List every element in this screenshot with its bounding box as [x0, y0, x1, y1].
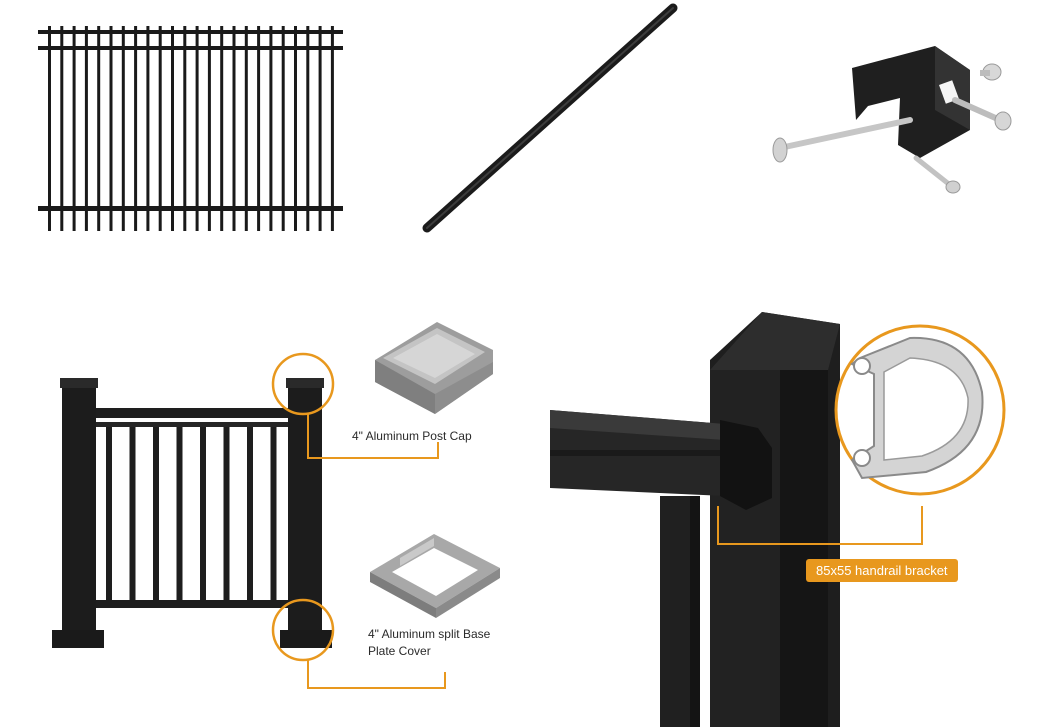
handrail-bracket-closeup-image — [550, 300, 1030, 727]
picket-rail-image — [415, 0, 685, 240]
post-cap-label: 4" Aluminum Post Cap — [352, 429, 472, 443]
base-cover-label-line2: Plate Cover — [368, 644, 431, 658]
mounting-bracket-kit-image — [760, 40, 1030, 210]
handrail-bracket-label: 85x55 handrail bracket — [806, 559, 958, 582]
fence-panel-image — [30, 20, 350, 240]
base-cover-label-line1: 4" Aluminum split Base — [368, 627, 491, 641]
railing-section-image — [40, 300, 520, 700]
